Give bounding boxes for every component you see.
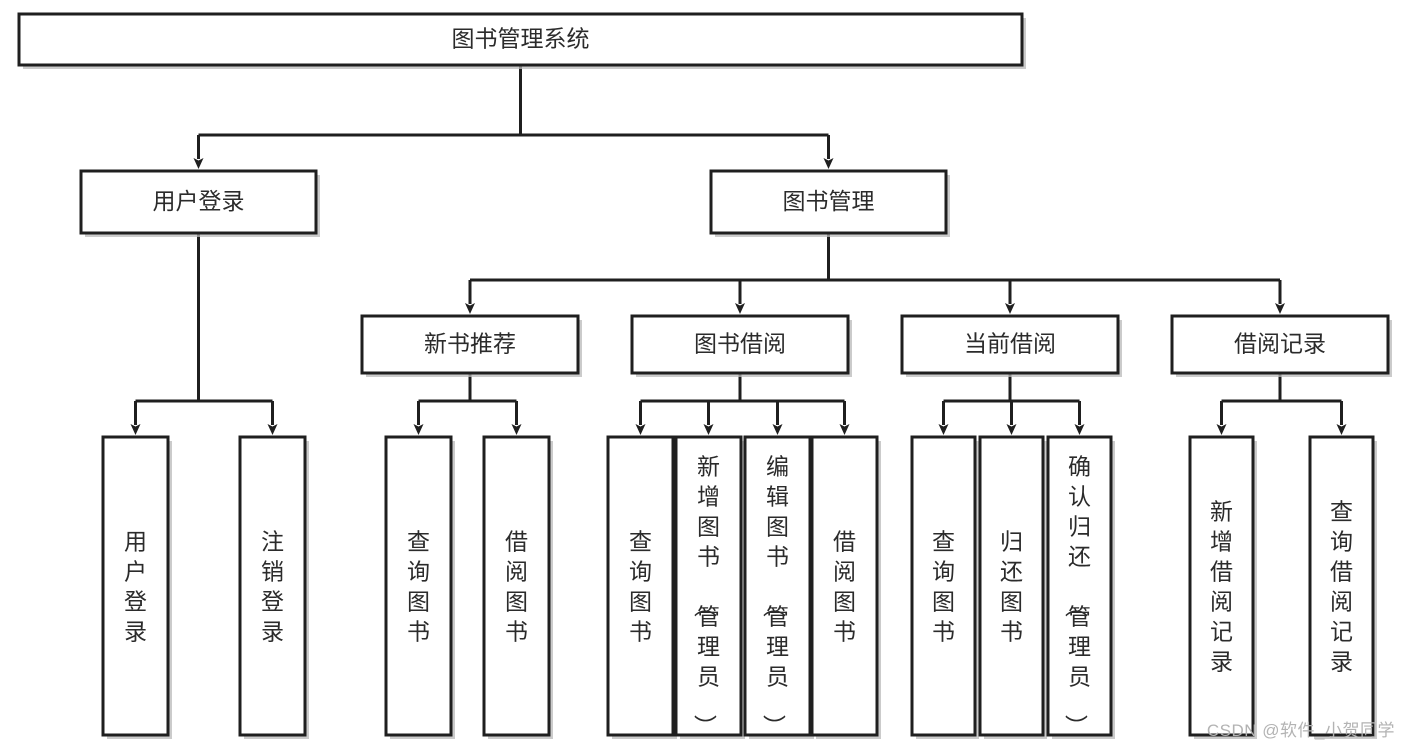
node-label: 图书借阅 [694, 331, 786, 357]
node-box[interactable] [1170, 314, 1390, 375]
node-box[interactable] [674, 435, 743, 737]
node-box[interactable] [630, 314, 850, 375]
node-label: 归还图书 [1000, 528, 1023, 644]
node-label: 查询图书 [407, 528, 430, 644]
node-leaf-query-book-1[interactable]: 查询图书 [384, 435, 455, 739]
edge-group-root [193, 65, 834, 169]
node-label: 当前借阅 [964, 331, 1056, 357]
node-label: 注销登录 [261, 528, 284, 644]
node-box[interactable] [1308, 435, 1375, 737]
edge-group-new-book-recommend [413, 373, 522, 435]
node-new-book-recommend[interactable]: 新书推荐 [360, 314, 582, 377]
edge-group-book-borrow [635, 373, 850, 435]
node-label: 查询图书 [629, 528, 652, 644]
node-label: 新增借阅记录 [1210, 498, 1233, 674]
edge-group-borrow-record [1216, 373, 1347, 435]
node-layer: 图书管理系统用户登录图书管理新书推荐图书借阅当前借阅借阅记录用户登录注销登录查询… [17, 12, 1392, 739]
node-label: 借阅记录 [1234, 331, 1326, 357]
node-label: 借阅图书 [505, 528, 528, 644]
node-book-borrow[interactable]: 图书借阅 [630, 314, 852, 377]
node-current-borrow[interactable]: 当前借阅 [900, 314, 1122, 377]
node-leaf-borrow-book-1[interactable]: 借阅图书 [482, 435, 553, 739]
node-box[interactable] [978, 435, 1045, 737]
node-label: 新书推荐 [424, 331, 516, 357]
edge-layer [130, 65, 1347, 435]
node-box[interactable] [238, 435, 307, 737]
node-label: 用户登录 [124, 528, 147, 644]
node-box[interactable] [17, 12, 1024, 67]
node-label: 查询图书 [932, 528, 955, 644]
node-label: 图书管理系统 [452, 26, 590, 52]
node-box[interactable] [900, 314, 1120, 375]
node-box[interactable] [1188, 435, 1255, 737]
node-box[interactable] [709, 169, 948, 235]
node-leaf-confirm-return[interactable]: 确认归还（管理员） [1046, 435, 1115, 739]
node-label: 查询借阅记录 [1330, 498, 1353, 674]
node-book-manage[interactable]: 图书管理 [709, 169, 950, 237]
node-box[interactable] [360, 314, 580, 375]
node-label: 用户登录 [153, 188, 245, 214]
node-leaf-return-book[interactable]: 归还图书 [978, 435, 1047, 739]
node-label: 确认归还（管理员） [1063, 453, 1091, 737]
node-leaf-borrow-book-2[interactable]: 借阅图书 [810, 435, 881, 739]
node-label: 编辑图书（管理员） [761, 453, 789, 737]
node-root[interactable]: 图书管理系统 [17, 12, 1026, 69]
node-label: 图书管理 [783, 188, 875, 214]
node-leaf-query-record[interactable]: 查询借阅记录 [1308, 435, 1377, 739]
node-box[interactable] [910, 435, 977, 737]
edge-group-user-login [130, 233, 278, 435]
node-label: 新增图书（管理员） [692, 453, 720, 737]
node-label: 借阅图书 [833, 528, 856, 644]
node-box[interactable] [79, 169, 318, 235]
node-box[interactable] [743, 435, 812, 737]
node-borrow-record[interactable]: 借阅记录 [1170, 314, 1392, 377]
node-leaf-query-book-2[interactable]: 查询图书 [606, 435, 677, 739]
node-user-login[interactable]: 用户登录 [79, 169, 320, 237]
node-box[interactable] [482, 435, 551, 737]
edge-group-book-manage [465, 233, 1285, 314]
node-box[interactable] [606, 435, 675, 737]
node-leaf-user-login[interactable]: 用户登录 [101, 435, 172, 739]
node-box[interactable] [101, 435, 170, 737]
node-box[interactable] [810, 435, 879, 737]
node-leaf-add-book[interactable]: 新增图书（管理员） [674, 435, 745, 739]
node-leaf-edit-book[interactable]: 编辑图书（管理员） [743, 435, 814, 739]
node-box[interactable] [384, 435, 453, 737]
node-leaf-add-record[interactable]: 新增借阅记录 [1188, 435, 1257, 739]
node-leaf-query-book-3[interactable]: 查询图书 [910, 435, 979, 739]
edge-group-current-borrow [938, 373, 1085, 435]
node-leaf-logout[interactable]: 注销登录 [238, 435, 309, 739]
node-box[interactable] [1046, 435, 1113, 737]
